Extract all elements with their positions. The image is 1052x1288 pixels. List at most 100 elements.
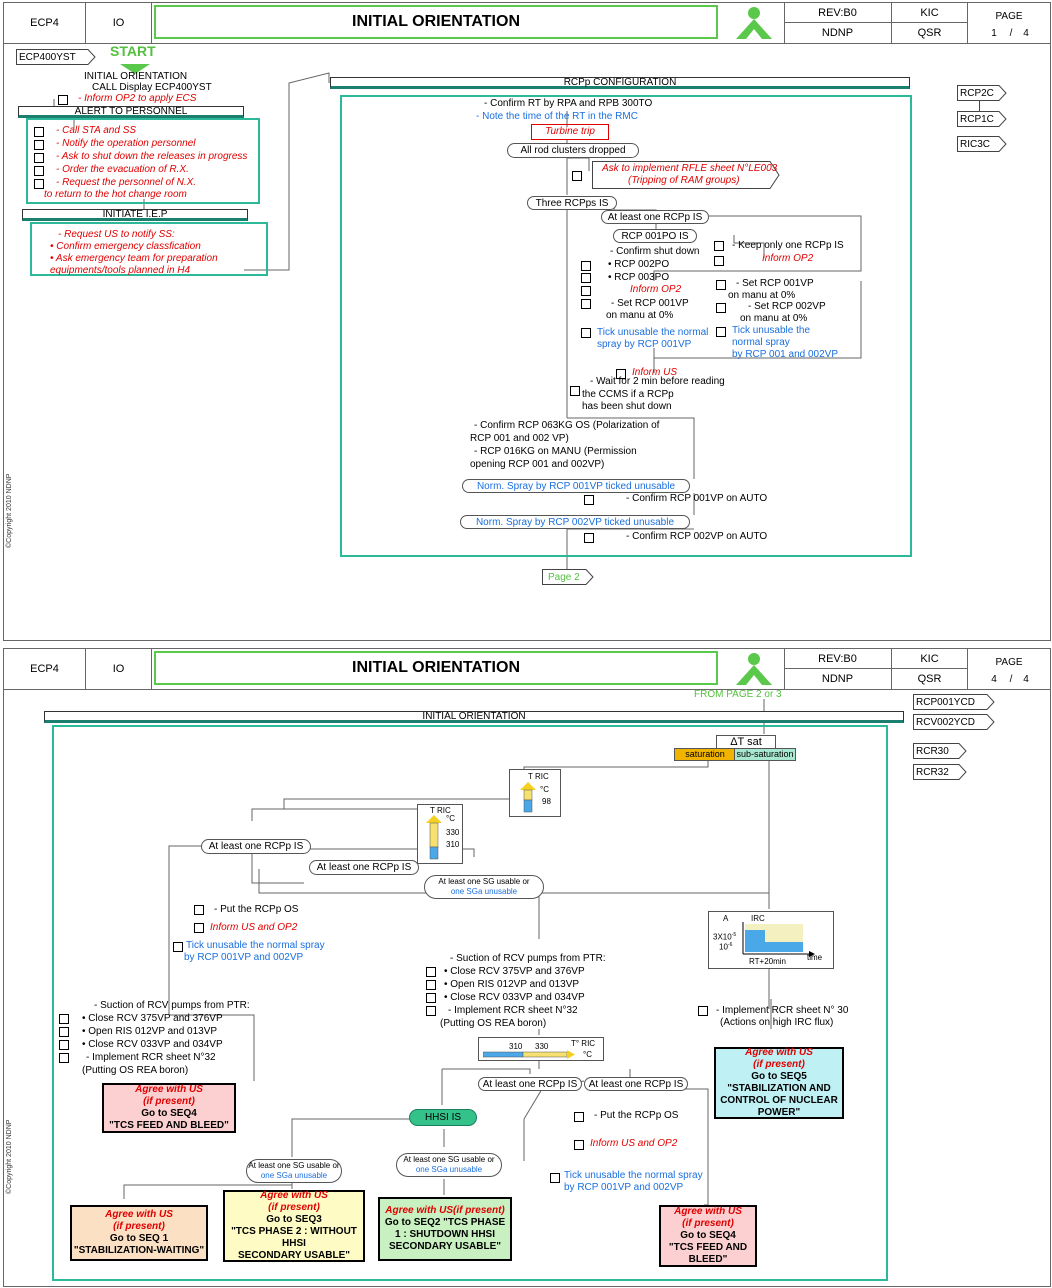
checkbox-set-rcp001vp-right[interactable] xyxy=(716,280,726,290)
norm-spray-002-pill: Norm. Spray by RCP 002VP ticked unusable xyxy=(460,515,690,529)
procedure-page-4: ECP4 IO INITIAL ORIENTATION REV:B0 KIC N… xyxy=(3,648,1051,1287)
call-display-line: CALL Display ECP400YST xyxy=(92,82,212,93)
checkbox-alert-1[interactable] xyxy=(34,127,44,137)
tric-gauge-330-unit: °C xyxy=(446,814,455,823)
iep-line-2: • Confirm emergency classfication xyxy=(50,241,201,252)
checkbox-left-1[interactable] xyxy=(59,1014,69,1024)
sub-saturation-cell: sub-saturation xyxy=(734,748,796,761)
confirm-063kg-line-1: - Confirm RCP 063KG OS (Polarization of xyxy=(474,420,660,431)
page-total: 4 xyxy=(1023,28,1029,39)
tag-rcv002ycd[interactable]: RCV002YCD xyxy=(913,714,995,730)
checkbox-wait[interactable] xyxy=(570,386,580,396)
checkbox-confirm-002-auto[interactable] xyxy=(584,533,594,543)
tric-gauge-330: T RIC °C 330 310 xyxy=(417,804,463,864)
page2-link[interactable]: Page 2 xyxy=(542,569,594,585)
tag-rcp2c[interactable]: RCP2C xyxy=(957,85,1007,101)
checkbox-mid-4[interactable] xyxy=(426,1006,436,1016)
suction-mid-3: • Close RCV 033VP and 034VP xyxy=(444,992,585,1003)
checkbox-put-os-b[interactable] xyxy=(574,1112,584,1122)
seq5-line-4: POWER" xyxy=(757,1107,801,1118)
tag-rcr30[interactable]: RCR30 xyxy=(913,743,967,759)
checkbox-tick-right[interactable] xyxy=(716,327,726,337)
seq3-line-4: SECONDARY USABLE" xyxy=(238,1250,350,1261)
header-kic-4: KIC xyxy=(892,649,968,669)
entry-tag-ecp400yst[interactable]: ECP400YST xyxy=(16,49,96,65)
checkbox-rfle[interactable] xyxy=(572,171,582,181)
seq2-line-2: 1 : SHUTDOWN HHSI xyxy=(395,1229,495,1240)
checkbox-inform-op2-right[interactable] xyxy=(714,256,724,266)
checkbox-mid-1[interactable] xyxy=(426,967,436,977)
checkbox-tick-left[interactable] xyxy=(581,328,591,338)
seq3-line-1: Go to SEQ3 xyxy=(266,1214,322,1225)
checkbox-inform-b[interactable] xyxy=(574,1140,584,1150)
page-label-4: PAGE xyxy=(995,657,1023,668)
checkbox-alert-4[interactable] xyxy=(34,166,44,176)
checkbox-alert-5[interactable] xyxy=(34,179,44,189)
checkbox-left-3[interactable] xyxy=(59,1040,69,1050)
seq5-line-1: Go to SEQ5 xyxy=(751,1071,807,1082)
checkbox-set-rcp001vp-left[interactable] xyxy=(581,299,591,309)
seq2-line-3: SECONDARY USABLE" xyxy=(389,1241,501,1252)
wait-line-2: the CCMS if a RCPp xyxy=(582,389,674,400)
seq2-agree: Agree with US(if present) xyxy=(385,1205,505,1216)
sg-usable-b-line-2: one SGa unusable xyxy=(260,1171,328,1180)
tric-gauge-330-label: T RIC xyxy=(430,806,451,815)
tric-gauge-330-value-330: 330 xyxy=(446,828,460,837)
seq3-agree: Agree with US xyxy=(260,1190,328,1201)
header-kic: KIC xyxy=(892,3,968,23)
tag-rcp1c[interactable]: RCP1C xyxy=(957,111,1007,127)
seq1-line-1: Go to SEQ 1 xyxy=(109,1233,169,1244)
set-rcp001vp-left: - Set RCP 001VP xyxy=(611,298,689,309)
rfle-line-2: (Tripping of RAM groups) xyxy=(628,175,740,186)
checkbox-rcp002po[interactable] xyxy=(581,261,591,271)
checkbox-tick-a[interactable] xyxy=(173,942,183,952)
checkbox-mid-3[interactable] xyxy=(426,993,436,1003)
rcp003po: • RCP 003PO xyxy=(608,272,670,283)
checkbox-inform-a[interactable] xyxy=(194,923,204,933)
checkbox-inform-op2-left[interactable] xyxy=(581,286,591,296)
rcpp-configuration-bar: RCPp CONFIGURATION xyxy=(330,77,910,89)
checkbox-alert-3[interactable] xyxy=(34,153,44,163)
seq3-line-3: HHSI xyxy=(282,1238,306,1249)
confirm-shut-down: - Confirm shut down xyxy=(610,246,700,257)
iep-line-3: • Ask emergency team for preparation xyxy=(50,253,218,264)
checkbox-put-os-a[interactable] xyxy=(194,905,204,915)
page-header-4: ECP4 IO INITIAL ORIENTATION REV:B0 KIC N… xyxy=(4,649,1050,690)
checkbox-alert-2[interactable] xyxy=(34,140,44,150)
logo-icon-4 xyxy=(724,651,784,687)
checkbox-set-rcp002vp[interactable] xyxy=(716,303,726,313)
header-qsr-4: QSR xyxy=(892,669,968,689)
checkbox-mid-2[interactable] xyxy=(426,980,436,990)
from-page-2-or-3: FROM PAGE 2 or 3 xyxy=(694,689,782,700)
suction-left-title: - Suction of RCV pumps from PTR: xyxy=(94,1000,250,1011)
page-title-4: INITIAL ORIENTATION xyxy=(154,651,718,685)
rcp016kg-line-1: - RCP 016KG on MANU (Permission xyxy=(474,446,637,457)
checkbox-left-4[interactable] xyxy=(59,1053,69,1063)
tag-rcp001ycd[interactable]: RCP001YCD xyxy=(913,694,995,710)
irc-rt-label: RT+20min xyxy=(749,957,786,966)
checkbox-left-2[interactable] xyxy=(59,1027,69,1037)
inform-ecs: - Inform OP2 to apply ECS xyxy=(78,93,197,104)
tag-rcr32[interactable]: RCR32 xyxy=(913,764,967,780)
turbine-trip-box: Turbine trip xyxy=(531,124,609,140)
seq5-line-3: CONTROL OF NUCLEAR xyxy=(720,1095,838,1106)
checkbox-tick-b[interactable] xyxy=(550,1173,560,1183)
checkbox-keep-only[interactable] xyxy=(714,241,724,251)
keep-only: - Keep only one RCPp IS xyxy=(732,240,844,251)
checkbox-inform-us[interactable] xyxy=(616,369,626,379)
checkbox-inform-ecs[interactable] xyxy=(58,95,68,105)
alert-item-1: - Call STA and SS xyxy=(56,125,137,136)
rcpp-configuration-frame xyxy=(340,95,912,557)
tag-rcr30-label: RCR30 xyxy=(916,745,949,757)
checkbox-rcr30[interactable] xyxy=(698,1006,708,1016)
seq4l-line-2: "TCS FEED AND BLEED" xyxy=(109,1120,229,1131)
checkbox-confirm-001-auto[interactable] xyxy=(584,495,594,505)
confirm-063kg-line-2: RCP 001 and 002 VP) xyxy=(470,433,569,444)
saturation-cell: saturation xyxy=(674,748,736,761)
checkbox-rcp003po[interactable] xyxy=(581,273,591,283)
tag-ric3c[interactable]: RIC3C xyxy=(957,136,1007,152)
tric-gauge-330-value-310: 310 xyxy=(446,840,460,849)
seq5-line-2: "STABILIZATION AND xyxy=(727,1083,831,1094)
tag-rcp1c-label: RCP1C xyxy=(960,113,994,125)
alert-personnel-frame xyxy=(26,118,260,204)
